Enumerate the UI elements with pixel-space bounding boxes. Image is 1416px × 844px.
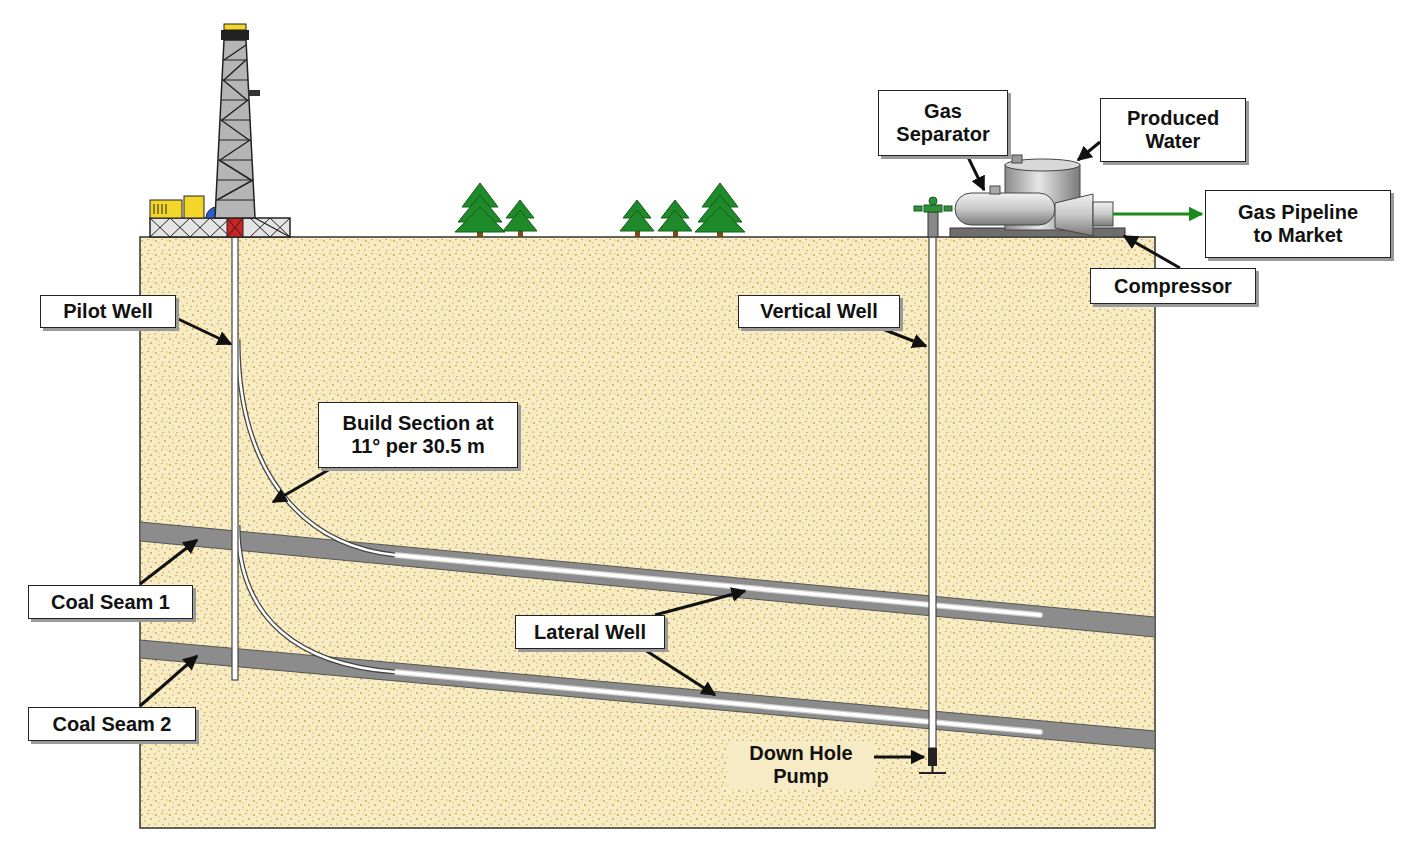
pilot-well xyxy=(232,237,238,680)
drilling-rig xyxy=(150,24,290,237)
surface-equipment xyxy=(914,155,1202,237)
coal-seam xyxy=(140,522,1155,749)
leader-arrow-part xyxy=(655,591,745,615)
lateral-well-part xyxy=(395,555,1040,615)
leader-arrow-part xyxy=(140,540,197,584)
vertical-well-part xyxy=(928,748,937,766)
callout-box: Lateral Well xyxy=(515,615,665,649)
callout-text: Produced Water xyxy=(1109,107,1237,153)
surface-equipment-part xyxy=(955,193,1055,225)
callout-text: Gas Pipeline to Market xyxy=(1228,201,1368,247)
callout-text: Coal Seam 1 xyxy=(51,591,170,614)
drilling-rig-part xyxy=(227,218,243,237)
callout-text: Coal Seam 2 xyxy=(53,713,172,736)
callout-text: Compressor xyxy=(1114,275,1232,298)
drilling-rig-part xyxy=(150,218,290,237)
tree-part xyxy=(620,210,654,231)
callout-box: Build Section at 11° per 30.5 m xyxy=(318,402,518,468)
lateral-well-part xyxy=(395,672,1040,732)
pilot-well-part xyxy=(232,237,238,680)
ground-block-part xyxy=(140,237,1155,828)
label-holder: Down Hole Pump xyxy=(728,742,874,788)
surface-equipment-part xyxy=(990,186,1000,194)
callout-text: Pilot Well xyxy=(63,300,153,323)
drilling-rig-part xyxy=(216,60,254,200)
leader-arrow-part xyxy=(140,656,197,706)
drilling-rig-part xyxy=(227,218,243,237)
lateral-well-part xyxy=(395,672,1040,732)
surface-equipment-part xyxy=(944,206,952,211)
callout-text: Build Section at 11° per 30.5 m xyxy=(329,412,507,458)
callout-box: Coal Seam 1 xyxy=(28,585,193,619)
callout-box: Coal Seam 2 xyxy=(28,707,196,741)
callout-box: Produced Water xyxy=(1100,98,1246,162)
surface-equipment-part xyxy=(1055,194,1093,236)
build-section-part xyxy=(238,525,395,672)
tree-part xyxy=(695,207,745,232)
tree-part xyxy=(658,210,692,231)
vertical-well-part xyxy=(929,237,936,748)
leader-arrow-part xyxy=(1124,236,1180,268)
drilling-rig-part xyxy=(154,204,166,214)
leader-arrow-part xyxy=(645,650,715,695)
leader-arrow-part xyxy=(273,469,330,502)
callout-text: Vertical Well xyxy=(760,300,877,323)
ground-block xyxy=(140,237,1155,828)
part-label: Down Hole Pump xyxy=(728,742,874,788)
lateral-well-part xyxy=(395,555,1040,615)
vertical-well-part xyxy=(932,766,934,773)
surface-equipment-part xyxy=(914,206,922,211)
surface-equipment-part xyxy=(1093,202,1113,226)
drilling-rig-part xyxy=(217,45,253,200)
leader-arrow-part xyxy=(1078,142,1100,160)
vertical-well xyxy=(919,237,946,773)
drilling-rig-part xyxy=(255,218,290,237)
leader-arrow-part xyxy=(880,328,926,346)
drilling-rig-part xyxy=(150,218,290,237)
callout-box: Gas Separator xyxy=(878,90,1008,156)
tree xyxy=(455,183,745,237)
drilling-rig-part xyxy=(184,196,204,218)
surface-equipment-part xyxy=(928,212,938,237)
callout-box: Compressor xyxy=(1090,268,1256,304)
tree-part xyxy=(503,210,537,231)
drilling-rig-part xyxy=(221,30,249,40)
leader-arrow xyxy=(140,142,1180,757)
surface-equipment-part xyxy=(1113,213,1202,216)
drilling-rig-part xyxy=(215,40,255,218)
drilling-rig-part xyxy=(224,24,246,30)
drilling-rig-part xyxy=(248,90,260,96)
leader-arrow-part xyxy=(176,318,231,344)
callout-box: Pilot Well xyxy=(40,295,176,328)
build-section-part xyxy=(238,525,395,672)
leader-arrow-part xyxy=(872,756,924,759)
vertical-well-part xyxy=(919,772,946,774)
drilling-rig-part xyxy=(150,200,182,218)
surface-equipment-part xyxy=(924,205,942,212)
destination-box: Gas Pipeline to Market xyxy=(1205,190,1391,258)
tree-part xyxy=(455,207,505,232)
callout-text: Gas Separator xyxy=(887,100,999,146)
surface-equipment-part xyxy=(929,197,937,205)
callout-text: Lateral Well xyxy=(534,621,646,644)
build-section xyxy=(238,340,395,672)
surface-equipment-part xyxy=(1012,155,1022,163)
callout-box: Vertical Well xyxy=(738,295,900,328)
lateral-well xyxy=(395,555,1040,732)
leader-arrow-part xyxy=(968,157,984,190)
coal-seam-part xyxy=(140,640,1155,749)
